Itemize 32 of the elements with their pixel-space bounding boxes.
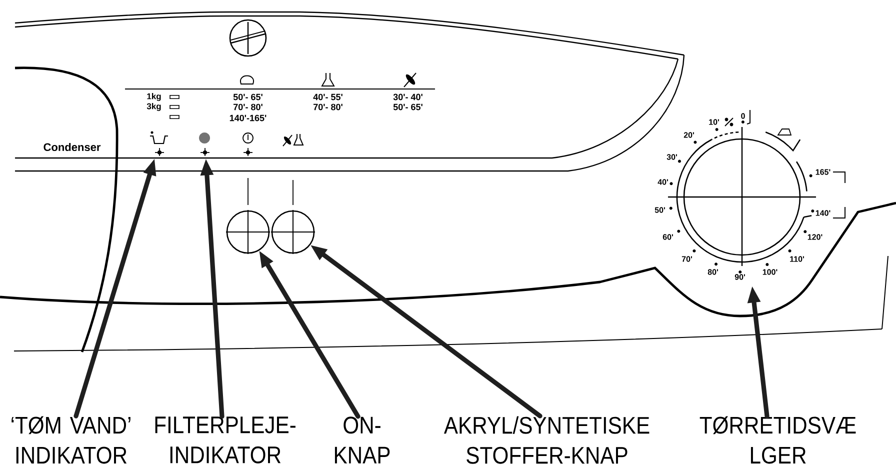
dial-number: 50' bbox=[654, 207, 665, 213]
time-label: 50'- 65' bbox=[393, 104, 422, 110]
dial-number: 165' bbox=[816, 169, 830, 175]
callout-label: ‘TØM VAND’ INDIKATOR bbox=[12, 416, 130, 464]
dial-number: 70' bbox=[682, 256, 692, 262]
round-button bbox=[270, 210, 316, 254]
indicator-icon bbox=[199, 132, 210, 156]
callout-label: AKRYL/SYNTETISKE STOFFER-KNAP bbox=[444, 416, 650, 464]
load-label: 3kg bbox=[146, 103, 161, 111]
dial-number: 40' bbox=[658, 179, 668, 185]
dial-number: 120' bbox=[808, 234, 822, 240]
dial-number: 110' bbox=[790, 256, 804, 262]
dial-number: 140' bbox=[816, 210, 830, 216]
dial-number: 0 bbox=[741, 113, 745, 119]
dial-number: 10' bbox=[709, 119, 719, 125]
callout-label: TØRRETIDSVÆ LGER bbox=[700, 416, 856, 464]
dial-number: 80' bbox=[708, 269, 718, 275]
dial-number: 90' bbox=[734, 274, 745, 280]
callout-label: FILTERPLEJE- INDIKATOR bbox=[155, 416, 296, 464]
callout-label: ON- KNAP bbox=[334, 416, 390, 464]
load-label: 1kg bbox=[147, 93, 161, 101]
indicator-icon bbox=[150, 131, 168, 156]
round-button bbox=[226, 210, 270, 254]
time-label: 70'- 80' bbox=[234, 104, 262, 110]
time-label: 50'- 65' bbox=[233, 94, 262, 100]
panel-label: Condenser bbox=[44, 142, 101, 152]
time-label: 70'- 80' bbox=[314, 104, 342, 110]
dial-number: 60' bbox=[662, 234, 673, 240]
time-label: 30'- 40' bbox=[393, 94, 422, 100]
time-label: 40'- 55' bbox=[313, 94, 342, 100]
dial-number: 100' bbox=[762, 269, 778, 275]
time-label: 140'-165' bbox=[230, 114, 266, 122]
